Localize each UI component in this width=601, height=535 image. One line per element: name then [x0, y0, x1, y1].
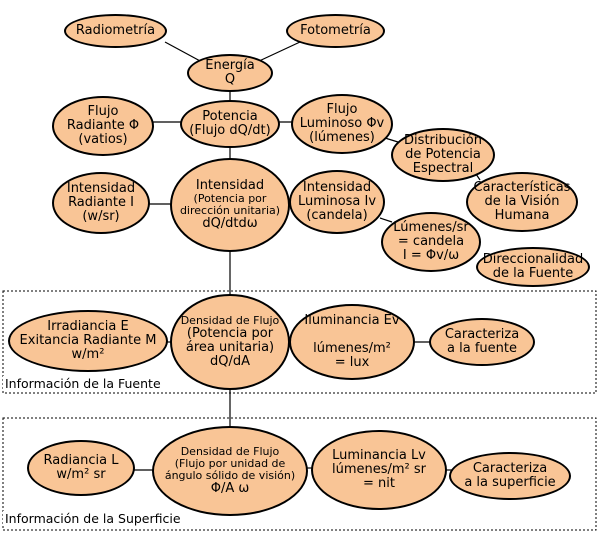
node-densidad-flujo-superficie: Densidad de Flujo (Flujo por unidad de á…: [152, 426, 308, 516]
node-intensidad: Intensidad (Potencia por dirección unita…: [170, 158, 290, 252]
node-caracteriza-superficie: Caracteriza a la superficie: [449, 452, 571, 500]
edge-fotometria-energia: [256, 41, 301, 63]
region-label-superficie: Información de la Superficie: [3, 511, 183, 526]
node-intensidad-radiante: Intensidad Radiante I (w/sr): [52, 172, 150, 234]
node-flujo-radiante: Flujo Radiante Φ (vatios): [52, 96, 154, 156]
node-lumenes-sr: Lúmenes/sr = candela I = Φv/ω: [381, 212, 481, 272]
edge-intluminosa-lumenessr: [379, 217, 393, 223]
node-irradiancia: Irradiancia E Exitancia Radiante M w/m²: [8, 310, 168, 372]
node-intensidad-luminosa: Intensidad Luminosa Iv (candela): [289, 170, 385, 234]
node-energia: Energía Q: [187, 54, 273, 92]
node-fotometria: Fotometría: [286, 14, 385, 48]
edge-radiometria-energia: [164, 41, 203, 63]
node-distribucion: Distribución de Potencia Espectral: [391, 128, 495, 182]
node-caracteriza-fuente: Caracteriza a la fuente: [429, 318, 535, 366]
node-caracteristicas: Características de la Visión Humana: [466, 172, 578, 232]
node-potencia: Potencia (Flujo dQ/dt): [180, 100, 280, 148]
node-radiancia: Radiancia L w/m² sr: [27, 440, 135, 496]
region-box-fuente: [2, 290, 597, 394]
node-iluminancia: Iluminancia Ev lúmenes/m² = lux: [289, 304, 415, 380]
node-densidad-flujo-fuente: Densidad de Flujo (Potencia por área uni…: [170, 294, 290, 390]
region-label-fuente: Información de la Fuente: [3, 376, 163, 391]
node-flujo-luminoso: Flujo Luminoso Φv (lúmenes): [291, 94, 393, 154]
node-luminancia: Luminancia Lv lúmenes/m² sr = nit: [311, 430, 447, 510]
region-box-superficie: [2, 417, 597, 531]
node-direccionalidad: Direccionalidad de la Fuente: [476, 247, 590, 287]
node-radiometria: Radiometría: [64, 14, 167, 48]
edge-flujoluminoso-distribucion: [384, 137, 399, 143]
